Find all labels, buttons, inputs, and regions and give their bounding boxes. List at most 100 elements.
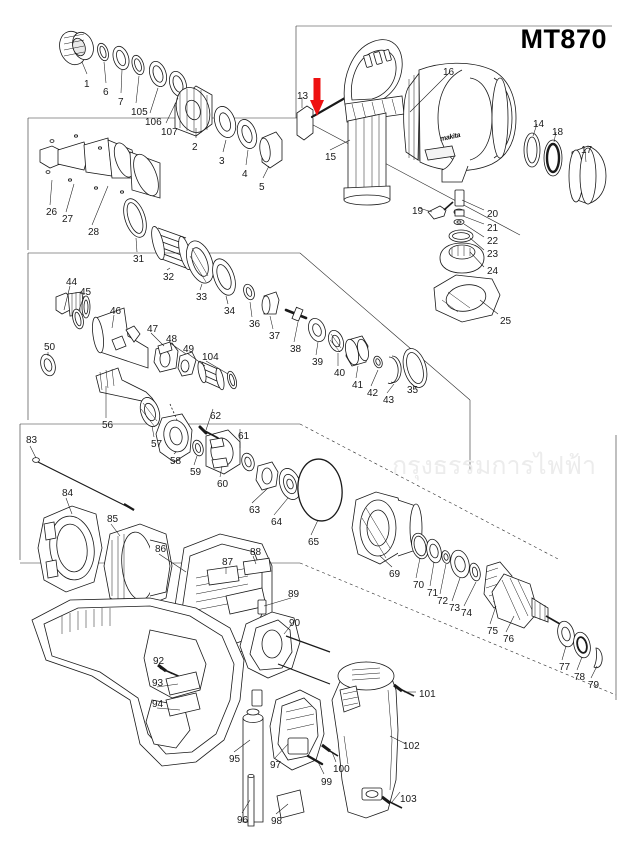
part-number-16: 16 <box>443 67 455 78</box>
part-number-18: 18 <box>552 127 564 138</box>
part-number-106: 106 <box>145 117 162 128</box>
part-number-49: 49 <box>183 344 195 355</box>
part-number-37: 37 <box>269 331 281 342</box>
chuck-assembly-group <box>59 30 283 169</box>
part-number-34: 34 <box>224 306 236 317</box>
part-number-19: 19 <box>412 206 424 217</box>
part-number-44: 44 <box>66 277 78 288</box>
part-number-86: 86 <box>155 544 167 555</box>
part-number-60: 60 <box>217 479 229 490</box>
part-number-77: 77 <box>559 662 571 673</box>
part-number-72: 72 <box>437 596 449 607</box>
part-number-75: 75 <box>487 626 499 637</box>
part-number-36: 36 <box>249 319 261 330</box>
part-number-40: 40 <box>334 368 346 379</box>
part-number-25: 25 <box>500 316 512 327</box>
part-number-78: 78 <box>574 672 586 683</box>
part-number-95: 95 <box>229 754 241 765</box>
part-number-70: 70 <box>413 580 425 591</box>
part-number-89: 89 <box>288 589 300 600</box>
part-number-83: 83 <box>26 435 38 446</box>
shift-mechanism-group <box>40 291 343 522</box>
part-number-61: 61 <box>238 431 250 442</box>
leader-lines <box>29 61 598 815</box>
part-number-45: 45 <box>80 287 92 298</box>
part-number-101: 101 <box>419 689 436 700</box>
model-number-title: MT870 <box>520 24 607 54</box>
part-number-48: 48 <box>166 334 178 345</box>
part-number-7: 7 <box>118 97 124 108</box>
part-number-42: 42 <box>367 388 379 399</box>
part-number-76: 76 <box>503 634 515 645</box>
part-number-93: 93 <box>152 678 164 689</box>
side-handle-group <box>296 39 405 206</box>
part-number-14: 14 <box>533 119 545 130</box>
part-number-22: 22 <box>487 236 499 247</box>
part-number-107: 107 <box>161 127 178 138</box>
clutch-train-group <box>123 198 428 388</box>
part-number-104: 104 <box>202 352 219 363</box>
part-number-79: 79 <box>588 680 600 691</box>
part-number-47: 47 <box>147 324 159 335</box>
part-number-6: 6 <box>103 87 109 98</box>
part-number-102: 102 <box>403 741 420 752</box>
red-highlight-arrow <box>310 78 324 116</box>
part-number-69: 69 <box>389 569 401 580</box>
part-number-39: 39 <box>312 357 324 368</box>
part-number-63: 63 <box>249 505 261 516</box>
part-number-5: 5 <box>259 182 265 193</box>
part-number-73: 73 <box>449 603 461 614</box>
part-number-26: 26 <box>46 207 58 218</box>
part-number-20: 20 <box>487 209 499 220</box>
armature-and-gearcase-group <box>351 491 603 669</box>
part-number-56: 56 <box>102 420 114 431</box>
part-number-3: 3 <box>219 156 225 167</box>
part-number-92: 92 <box>153 656 165 667</box>
part-number-100: 100 <box>333 764 350 775</box>
part-number-1: 1 <box>84 79 90 90</box>
part-number-88: 88 <box>250 547 262 558</box>
part-number-33: 33 <box>196 292 208 303</box>
part-number-62: 62 <box>210 411 222 422</box>
part-number-38: 38 <box>290 344 302 355</box>
part-number-99: 99 <box>321 777 333 788</box>
part-number-31: 31 <box>133 254 145 265</box>
part-number-28: 28 <box>88 227 100 238</box>
part-number-94: 94 <box>152 699 164 710</box>
part-number-59: 59 <box>190 467 202 478</box>
part-number-35: 35 <box>407 385 419 396</box>
part-number-21: 21 <box>487 223 499 234</box>
part-number-32: 32 <box>163 272 175 283</box>
part-number-4: 4 <box>242 169 248 180</box>
part-number-50: 50 <box>44 342 56 353</box>
depth-stop-group <box>427 189 501 323</box>
part-number-58: 58 <box>170 456 182 467</box>
handle-housing-group <box>31 597 415 827</box>
part-number-97: 97 <box>270 760 282 771</box>
part-number-84: 84 <box>62 488 74 499</box>
part-number-27: 27 <box>62 214 74 225</box>
part-number-24: 24 <box>487 266 499 277</box>
part-number-74: 74 <box>461 608 473 619</box>
part-number-103: 103 <box>400 794 417 805</box>
part-number-105: 105 <box>131 107 148 118</box>
part-number-96: 96 <box>237 815 249 826</box>
part-number-23: 23 <box>487 249 499 260</box>
part-number-87: 87 <box>222 557 234 568</box>
part-number-98: 98 <box>271 816 283 827</box>
part-number-13: 13 <box>297 91 309 102</box>
part-number-15: 15 <box>325 152 337 163</box>
part-number-85: 85 <box>107 514 119 525</box>
part-number-46: 46 <box>110 306 122 317</box>
part-number-71: 71 <box>427 588 439 599</box>
part-number-57: 57 <box>151 439 163 450</box>
part-number-41: 41 <box>352 380 364 391</box>
part-number-17: 17 <box>581 145 593 156</box>
part-number-2: 2 <box>192 142 198 153</box>
part-number-90: 90 <box>289 618 301 629</box>
part-number-43: 43 <box>383 395 395 406</box>
part-number-65: 65 <box>308 537 320 548</box>
gear-housing-group <box>403 62 607 205</box>
